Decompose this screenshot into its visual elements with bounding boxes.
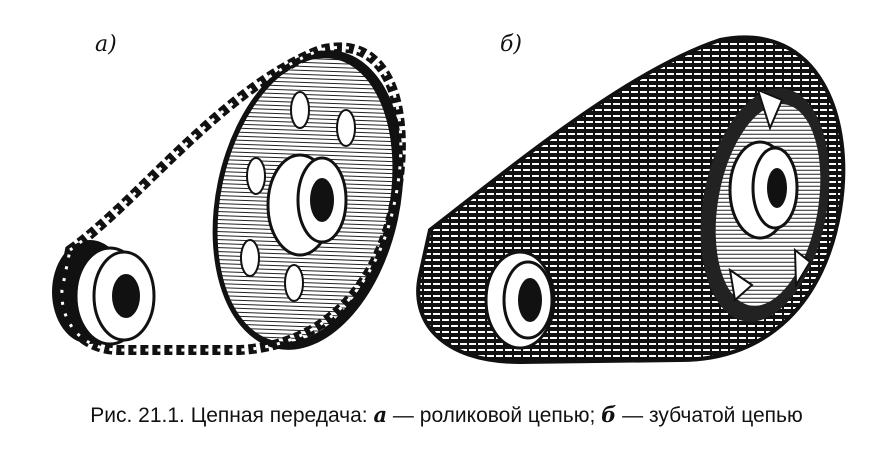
caption-letter-a: а xyxy=(373,402,388,427)
caption-part-a: — роликовой цепью; xyxy=(387,404,602,427)
caption-part-b: — зубчатой цепью xyxy=(616,404,803,427)
caption-letter-b: б xyxy=(601,402,617,427)
small-sprocket-a xyxy=(52,240,156,346)
small-sprocket-b xyxy=(484,250,556,350)
large-sprocket-a xyxy=(212,50,404,350)
figure-caption: Рис. 21.1. Цепная передача: а — роликово… xyxy=(0,402,893,428)
caption-prefix: Рис. 21.1. Цепная передача: xyxy=(90,404,374,427)
panel-label-b: б) xyxy=(500,32,523,57)
illustration xyxy=(52,35,846,365)
toothed-chain-drive xyxy=(416,35,846,365)
large-sprocket-b xyxy=(700,88,830,322)
roller-chain-drive xyxy=(52,42,406,355)
panel-label-a: а) xyxy=(95,32,117,57)
